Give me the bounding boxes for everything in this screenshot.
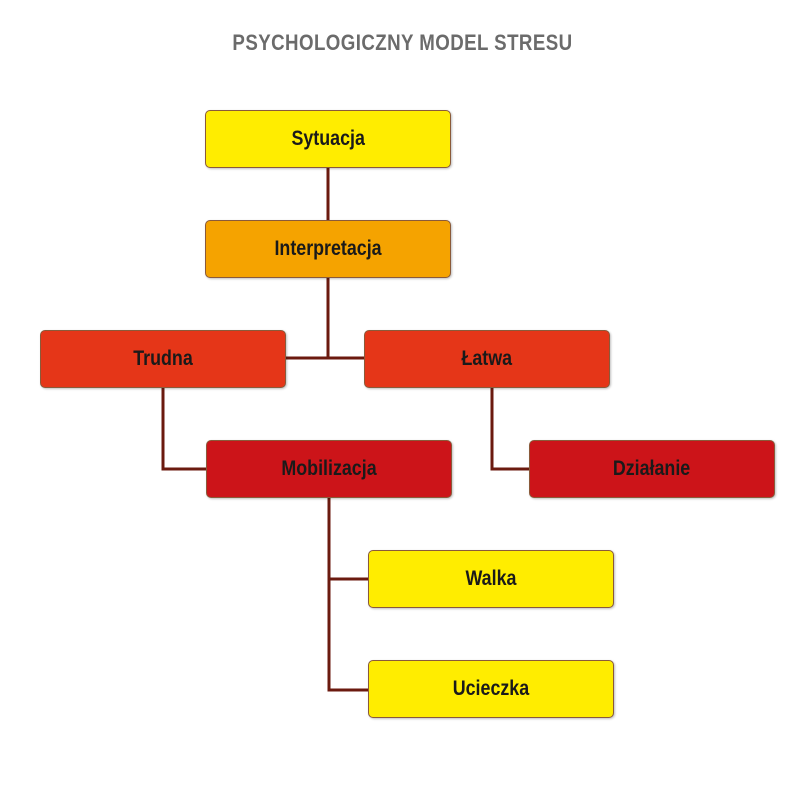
node-trudna-label: Trudna	[133, 347, 193, 370]
node-interpretacja: Interpretacja	[205, 220, 451, 278]
node-sytuacja-label: Sytuacja	[291, 127, 365, 150]
edge-mobilizacja-walka	[327, 498, 368, 581]
node-dzialanie: Działanie	[529, 440, 775, 498]
edge-mobilizacja-ucieczka	[327, 579, 368, 692]
node-walka-label: Walka	[465, 567, 517, 590]
node-ucieczka-label: Ucieczka	[452, 677, 530, 700]
node-sytuacja: Sytuacja	[205, 110, 451, 168]
node-mobilizacja: Mobilizacja	[206, 440, 452, 498]
edge-latwa-dzialanie	[490, 388, 529, 471]
node-mobilizacja-label: Mobilizacja	[281, 457, 377, 480]
node-dzialanie-label: Działanie	[613, 457, 691, 480]
node-trudna: Trudna	[40, 330, 286, 388]
node-latwa-label: Łatwa	[461, 347, 513, 370]
diagram-title: PSYCHOLOGICZNY MODEL STRESU	[232, 30, 573, 55]
node-ucieczka: Ucieczka	[368, 660, 614, 718]
edge-trudna-mobilizacja	[161, 388, 206, 471]
node-latwa: Łatwa	[364, 330, 610, 388]
node-walka: Walka	[368, 550, 614, 608]
node-interpretacja-label: Interpretacja	[274, 237, 382, 260]
